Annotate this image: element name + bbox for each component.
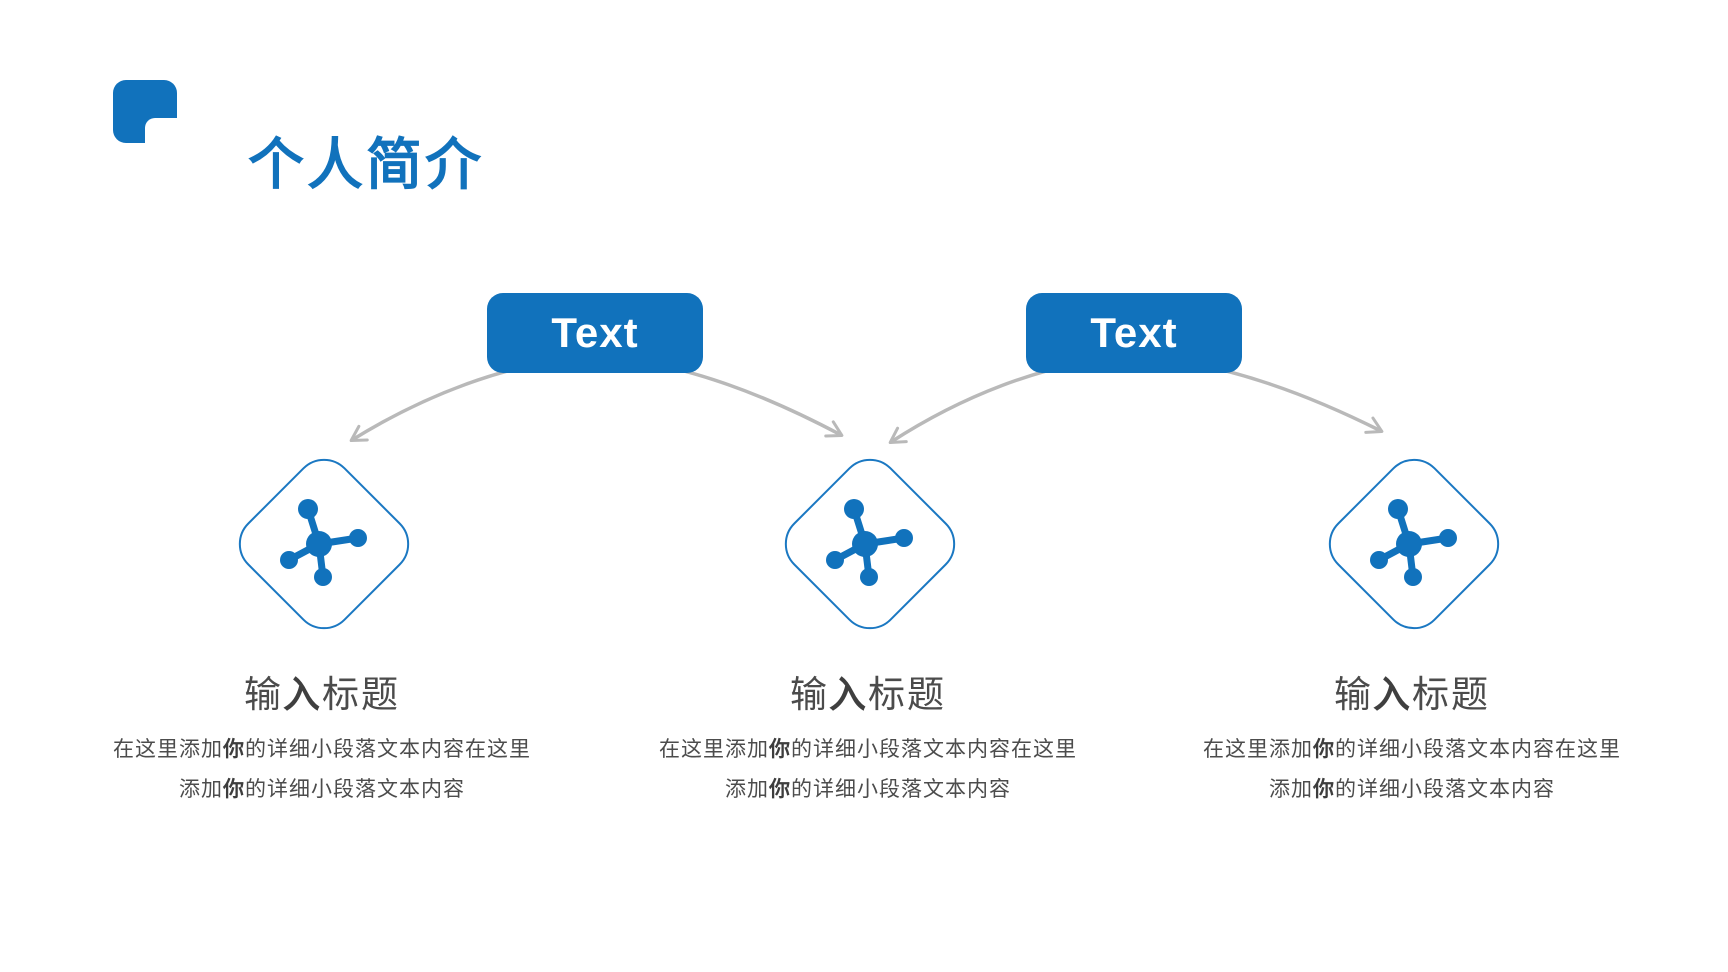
body-text: 在这里添加 (1203, 738, 1313, 761)
column-1-body: 在这里添加你的详细小段落文本内容在这里 添加你的详细小段落文本内容 (92, 730, 552, 810)
logo-notch (145, 118, 179, 145)
molecule-icon (826, 499, 913, 586)
body-text-bold: 你 (1313, 738, 1335, 761)
heading-text-bold: 入 (1373, 674, 1412, 715)
heading-text: 标题 (322, 674, 400, 715)
logo-icon (113, 80, 179, 145)
text-button-2-label: Text (1090, 309, 1178, 356)
text-button-1-label: Text (551, 309, 639, 356)
body-text: 添加 (725, 778, 769, 801)
body-text: 在这里添加 (659, 738, 769, 761)
text-button-2[interactable]: Text (1026, 293, 1242, 373)
column-2-body: 在这里添加你的详细小段落文本内容在这里 添加你的详细小段落文本内容 (638, 730, 1098, 810)
body-text: 的详细小段落文本内容在这里 (1335, 738, 1621, 761)
molecule-icon (1370, 499, 1457, 586)
heading-text: 标题 (868, 674, 946, 715)
column-3-heading: 输入标题 (1192, 664, 1632, 718)
body-text: 在这里添加 (113, 738, 223, 761)
molecule-icon (280, 499, 367, 586)
body-text-bold: 你 (223, 778, 245, 801)
body-text-bold: 你 (769, 738, 791, 761)
body-text: 的详细小段落文本内容在这里 (245, 738, 531, 761)
body-text: 的详细小段落文本内容 (1335, 778, 1555, 801)
heading-text-bold: 入 (283, 674, 322, 715)
column-1-heading: 输入标题 (102, 664, 542, 718)
body-text: 的详细小段落文本内容在这里 (791, 738, 1077, 761)
heading-text: 输 (1334, 674, 1373, 715)
heading-text: 标题 (1412, 674, 1490, 715)
column-2-heading: 输入标题 (648, 664, 1088, 718)
body-text: 添加 (179, 778, 223, 801)
column-3-body: 在这里添加你的详细小段落文本内容在这里 添加你的详细小段落文本内容 (1182, 730, 1642, 810)
body-text-bold: 你 (1313, 778, 1335, 801)
body-text-bold: 你 (223, 738, 245, 761)
heading-text: 输 (244, 674, 283, 715)
heading-text: 输 (790, 674, 829, 715)
body-text-bold: 你 (769, 778, 791, 801)
heading-text-bold: 入 (829, 674, 868, 715)
page-title: 个人简介 (248, 133, 484, 196)
body-text: 添加 (1269, 778, 1313, 801)
text-button-1[interactable]: Text (487, 293, 703, 373)
body-text: 的详细小段落文本内容 (791, 778, 1011, 801)
body-text: 的详细小段落文本内容 (245, 778, 465, 801)
